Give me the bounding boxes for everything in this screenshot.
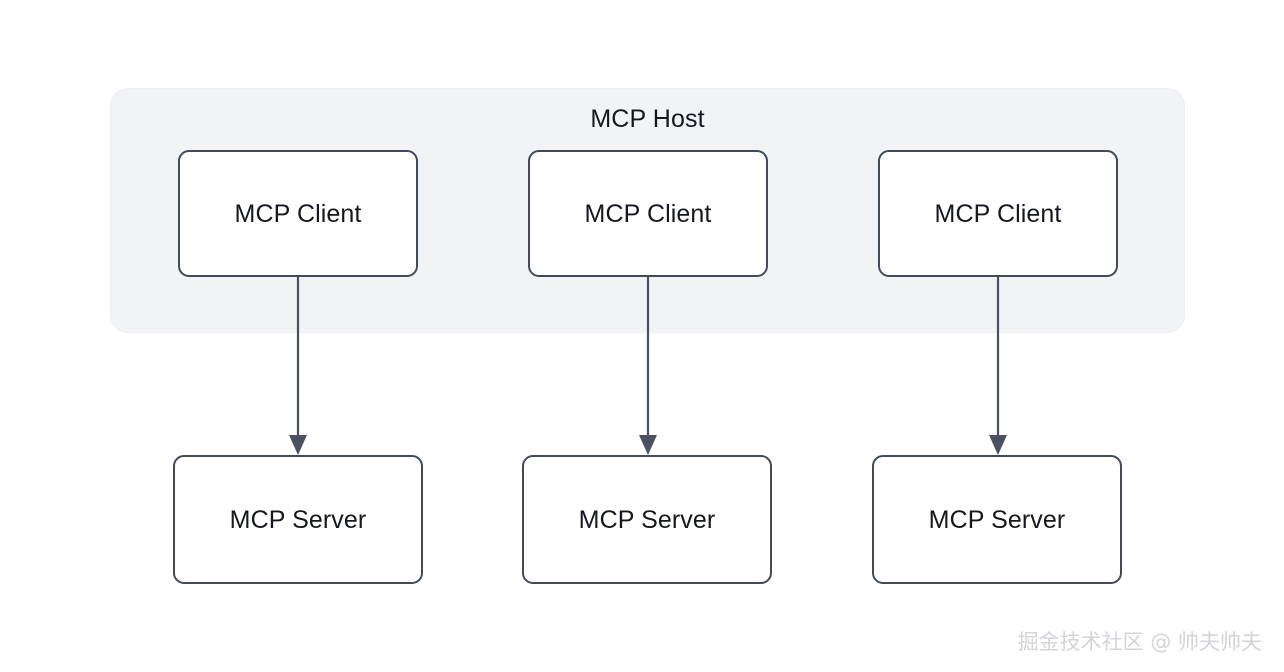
mcp-client-label-1: MCP Client (584, 199, 712, 228)
mcp-server-label-2: MCP Server (928, 505, 1066, 534)
connector-arrowhead-2 (989, 435, 1007, 455)
mcp-server-node-1[interactable]: MCP Server (522, 455, 772, 584)
mcp-server-node-0[interactable]: MCP Server (173, 455, 423, 584)
mcp-client-label-2: MCP Client (934, 199, 1062, 228)
mcp-server-node-2[interactable]: MCP Server (872, 455, 1122, 584)
connector-arrowhead-0 (289, 435, 307, 455)
mcp-server-label-1: MCP Server (578, 505, 716, 534)
mcp-client-node-2[interactable]: MCP Client (878, 150, 1118, 277)
connector-arrowhead-1 (639, 435, 657, 455)
watermark-text: 掘金技术社区 @ 帅夫帅夫 (1017, 630, 1262, 654)
mcp-client-node-1[interactable]: MCP Client (528, 150, 768, 277)
mcp-server-label-0: MCP Server (229, 505, 367, 534)
mcp-client-node-0[interactable]: MCP Client (178, 150, 418, 277)
mcp-host-title: MCP Host (590, 105, 705, 133)
mcp-client-label-0: MCP Client (234, 199, 362, 228)
